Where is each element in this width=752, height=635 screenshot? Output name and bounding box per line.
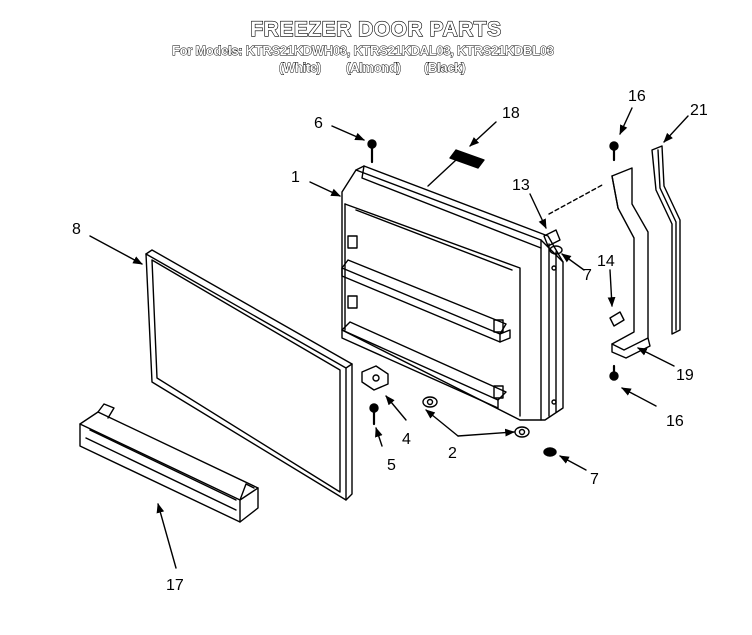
freezer-door-panel xyxy=(341,165,564,421)
label-18 xyxy=(449,149,485,169)
callout-18: 18 xyxy=(502,105,520,122)
callout-14: 14 xyxy=(597,253,615,270)
screw-6 xyxy=(367,139,377,164)
callout-16-bottom: 16 xyxy=(666,413,684,430)
hinge-pin-4 xyxy=(361,365,389,391)
callout-5: 5 xyxy=(387,457,396,474)
callout-1: 1 xyxy=(291,169,300,186)
callout-21: 21 xyxy=(690,102,708,119)
screw-5 xyxy=(369,403,379,426)
callout-13: 13 xyxy=(512,177,530,194)
screw-16-bottom xyxy=(609,364,619,381)
hinge-clip-14 xyxy=(609,311,625,327)
callout-17: 17 xyxy=(166,577,184,594)
callout-labels: 1 2 4 5 6 7 7 8 13 14 16 16 17 18 19 21 xyxy=(72,88,708,594)
leader-lines xyxy=(89,107,689,569)
door-gasket xyxy=(145,249,353,501)
callout-8: 8 xyxy=(72,221,81,238)
hinge-spacer-21 xyxy=(651,145,681,335)
callout-7-top: 7 xyxy=(583,267,592,284)
hinge-clip-13 xyxy=(543,229,561,247)
leader-13 xyxy=(548,183,605,215)
plug-7-bottom xyxy=(543,447,557,457)
diagram-title: FREEZER DOOR PARTS xyxy=(250,17,502,41)
door-rail-bin xyxy=(79,403,259,523)
plug-7-top xyxy=(549,245,563,255)
hinge-bracket-19 xyxy=(611,167,651,359)
color-white: (White) xyxy=(279,60,322,76)
leveler-foot-2a xyxy=(422,396,438,408)
callout-6: 6 xyxy=(314,115,323,132)
color-black: (Black) xyxy=(424,60,466,76)
screw-16-top xyxy=(609,141,619,162)
callout-4: 4 xyxy=(402,431,411,448)
callout-2: 2 xyxy=(448,445,457,462)
callout-7-bottom: 7 xyxy=(590,471,599,488)
leveler-foot-2b xyxy=(514,426,530,438)
models-line: For Models: KTRS21KDWH03, KTRS21KDAL03, … xyxy=(172,43,555,59)
color-almond: (Almond) xyxy=(346,60,402,76)
callout-19: 19 xyxy=(676,367,694,384)
callout-16-top: 16 xyxy=(628,88,646,105)
